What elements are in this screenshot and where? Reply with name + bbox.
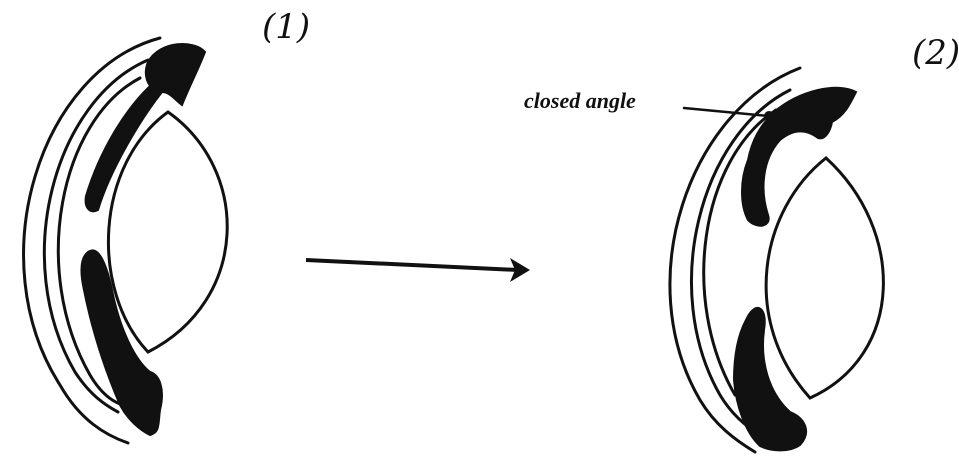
panel-2-iris xyxy=(734,88,856,451)
annotation-leader-line xyxy=(684,108,768,116)
panel-2-lens xyxy=(766,158,883,398)
transition-arrow xyxy=(306,258,530,282)
panel-2-iris-upper xyxy=(742,88,856,226)
arrow-shaft xyxy=(306,260,518,270)
panel-1-label: (1) xyxy=(262,10,310,44)
panel-1-iris xyxy=(81,44,205,435)
panel-2-label: (2) xyxy=(912,36,959,70)
panel-1-iris-lower xyxy=(81,250,162,435)
closed-angle-annotation: closed angle xyxy=(524,90,636,112)
